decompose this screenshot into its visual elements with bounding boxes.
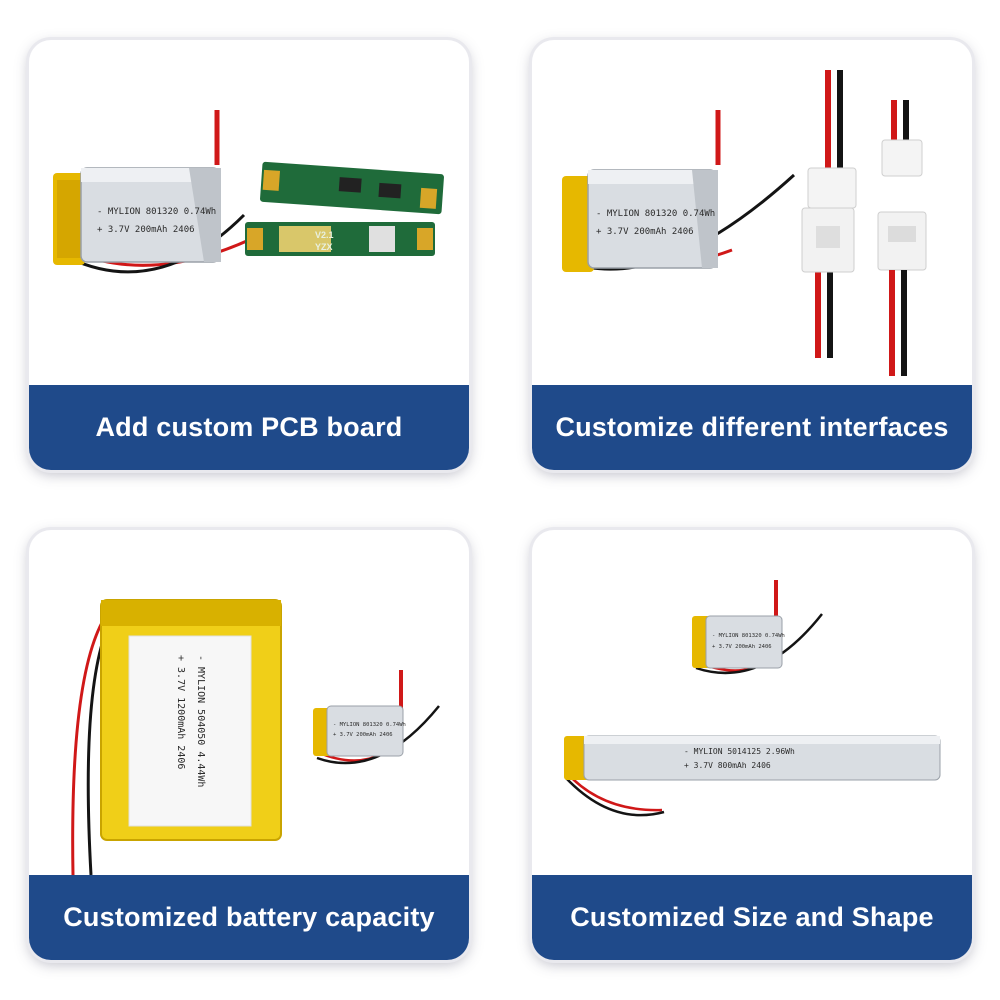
feature-card-interfaces: - MYLION 801320 0.74Wh + 3.7V 200mAh 240… bbox=[532, 40, 972, 470]
card-caption: Customized battery capacity bbox=[29, 875, 469, 960]
battery-capacity-comparison-illustration: - MYLION 504050 4.44Wh + 3.7V 1200mAh 24… bbox=[71, 599, 440, 875]
feature-card-size-shape: - MYLION 801320 0.74Wh + 3.7V 200mAh 240… bbox=[532, 530, 972, 960]
feature-card-pcb: - MYLION 801320 0.74Wh + 3.7V 200mAh 240… bbox=[29, 40, 469, 470]
battery-with-pcb-illustration: - MYLION 801320 0.74Wh + 3.7V 200mAh 240… bbox=[53, 110, 444, 274]
long-battery-label-line1: - MYLION 5014125 2.96Wh bbox=[684, 747, 795, 756]
large-battery-label-line2: + 3.7V 1200mAh 2406 bbox=[175, 655, 186, 769]
card-caption: Customized Size and Shape bbox=[532, 875, 972, 960]
battery-label-line1: - MYLION 801320 0.74Wh bbox=[596, 209, 715, 219]
pcb-brand-label: YZX bbox=[315, 242, 333, 252]
pcb-version-label: V2.1 bbox=[315, 230, 334, 240]
long-battery-label-line2: + 3.7V 800mAh 2406 bbox=[684, 761, 771, 770]
battery-label-line2: + 3.7V 200mAh 2406 bbox=[97, 225, 195, 235]
battery-with-connectors-illustration: - MYLION 801320 0.74Wh + 3.7V 200mAh 240… bbox=[562, 70, 927, 376]
feature-card-capacity: - MYLION 504050 4.44Wh + 3.7V 1200mAh 24… bbox=[29, 530, 469, 960]
small-battery-label-line1: - MYLION 801320 0.74Wh bbox=[333, 722, 406, 728]
small-battery-label-line2: + 3.7V 200mAh 2406 bbox=[712, 644, 772, 650]
large-battery-label-line1: - MYLION 504050 4.44Wh bbox=[195, 655, 206, 787]
card-caption: Add custom PCB board bbox=[29, 385, 469, 470]
small-battery-label-line2: + 3.7V 200mAh 2406 bbox=[333, 732, 393, 738]
battery-label-line1: - MYLION 801320 0.74Wh bbox=[97, 207, 216, 217]
small-battery-label-line1: - MYLION 801320 0.74Wh bbox=[712, 633, 785, 639]
card-caption: Customize different interfaces bbox=[532, 385, 972, 470]
battery-size-shape-illustration: - MYLION 801320 0.74Wh + 3.7V 200mAh 240… bbox=[564, 580, 941, 817]
battery-label-line2: + 3.7V 200mAh 2406 bbox=[596, 227, 694, 237]
